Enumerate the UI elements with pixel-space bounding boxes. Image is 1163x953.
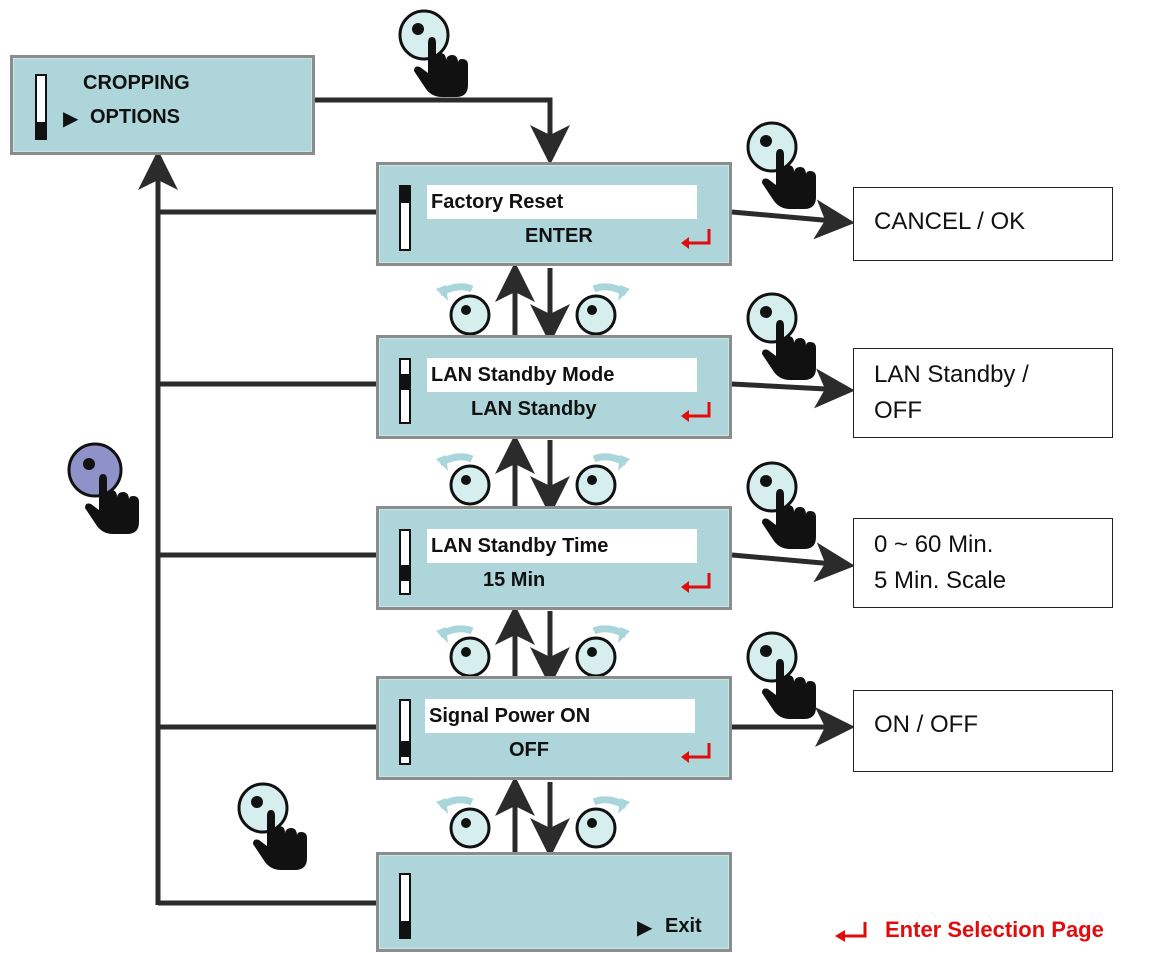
enter-legend-icon [835,922,867,942]
pointer-icon: ▶ [637,917,653,939]
scrollbar [399,358,411,424]
scrollbar [399,873,411,939]
option-line1: ON / OFF [874,711,978,738]
menu-item-signal-power-on[interactable]: Signal Power ON OFF [376,676,732,780]
press-icon-3 [748,463,816,549]
enter-icon [681,402,711,422]
scrollbar-thumb [401,187,409,203]
scrollbar [399,529,411,595]
press-icon-root [400,11,468,97]
scrollbar-thumb [401,921,409,937]
menu-value: LAN Standby [471,398,597,420]
menu-item-lan-standby-mode[interactable]: LAN Standby Mode LAN Standby [376,335,732,439]
scrollbar-thumb [37,122,45,138]
option-box-factory-reset: CANCEL / OK [853,187,1113,261]
menu-title: LAN Standby Mode [427,358,697,392]
press-icon-return [69,444,139,534]
scrollbar [399,185,411,251]
enter-icon [681,573,711,593]
menu-title: Signal Power ON [425,699,695,733]
option-line1: CANCEL / OK [874,208,1026,235]
menu-item-lan-standby-time[interactable]: LAN Standby Time 15 Min [376,506,732,610]
option-line2: OFF [874,397,922,424]
root-to-menu-arrow [314,97,570,165]
menu-value: OFF [509,739,549,761]
enter-icon [681,229,711,249]
press-icon-4 [748,633,816,719]
scrollbar-thumb [401,741,409,757]
menu-title: LAN Standby Time [427,529,697,563]
menu-title: Factory Reset [427,185,697,219]
press-icon-1 [748,123,816,209]
menu-value: 15 Min [483,569,546,591]
option-box-signal-power-on: ON / OFF [853,690,1113,772]
option-box-lan-standby-mode: LAN Standby / OFF [853,348,1113,438]
legend-label: Enter Selection Page [885,917,1104,942]
press-icon-exit [239,784,307,870]
scrollbar [35,74,47,140]
option-line1: 0 ~ 60 Min. [874,531,994,558]
menu-item-factory-reset[interactable]: Factory Reset ENTER [376,162,732,266]
root-line1: CROPPING [83,72,190,94]
scrollbar-thumb [401,374,409,390]
press-icon-2 [748,294,816,380]
root-menu-cropping-options[interactable]: CROPPING ▶ OPTIONS [10,55,315,155]
pointer-icon: ▶ [63,108,79,130]
scrollbar-thumb [401,565,409,581]
root-line2: OPTIONS [90,106,181,128]
menu-item-exit[interactable]: ▶ Exit [376,852,732,952]
option-box-lan-standby-time: 0 ~ 60 Min. 5 Min. Scale [853,518,1113,608]
menu-value: ENTER [525,225,593,247]
enter-icon [681,743,711,763]
exit-label: Exit [665,915,702,937]
scrollbar [399,699,411,765]
option-line2: 5 Min. Scale [874,567,1007,594]
option-line1: LAN Standby / [874,361,1029,388]
